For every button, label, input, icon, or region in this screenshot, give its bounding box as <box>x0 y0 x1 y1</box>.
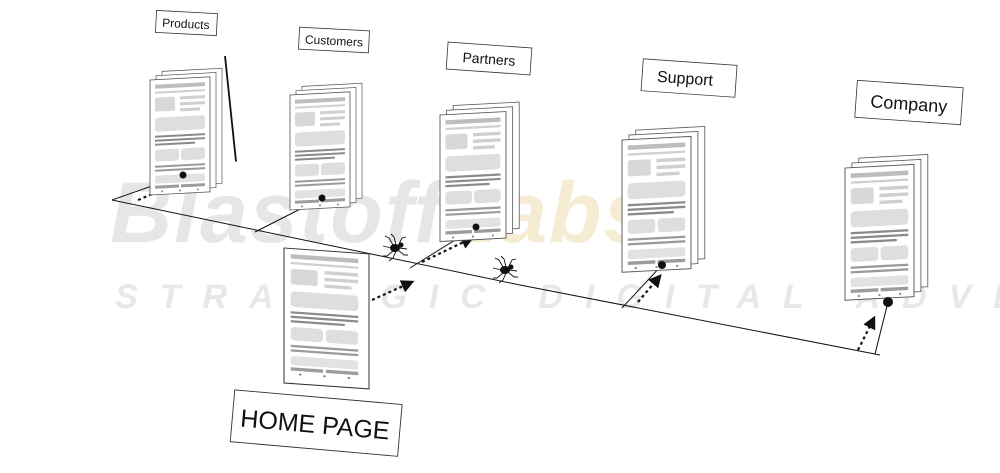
svg-text:Customers: Customers <box>305 32 364 49</box>
page-stack-partners <box>440 102 519 241</box>
connection-dots <box>179 171 893 307</box>
line-to-support <box>621 264 663 309</box>
svg-text:Products: Products <box>162 16 210 32</box>
label-company: Company <box>854 79 964 126</box>
page-stack-products <box>150 55 237 195</box>
label-partners: Partners <box>445 41 533 76</box>
label-support: Support <box>640 58 738 98</box>
main-axis-line <box>111 199 881 356</box>
page-stack-support <box>622 126 705 272</box>
home-page-wireframe <box>283 247 370 390</box>
page-stack-customers <box>290 83 362 210</box>
label-home-page: HOME PAGE <box>229 389 403 457</box>
line-to-company <box>874 301 889 355</box>
svg-text:Partners: Partners <box>462 49 516 69</box>
label-customers: Customers <box>298 26 370 54</box>
page-stack-company <box>845 154 928 300</box>
svg-text:Support: Support <box>656 69 714 90</box>
label-products: Products <box>154 10 218 37</box>
